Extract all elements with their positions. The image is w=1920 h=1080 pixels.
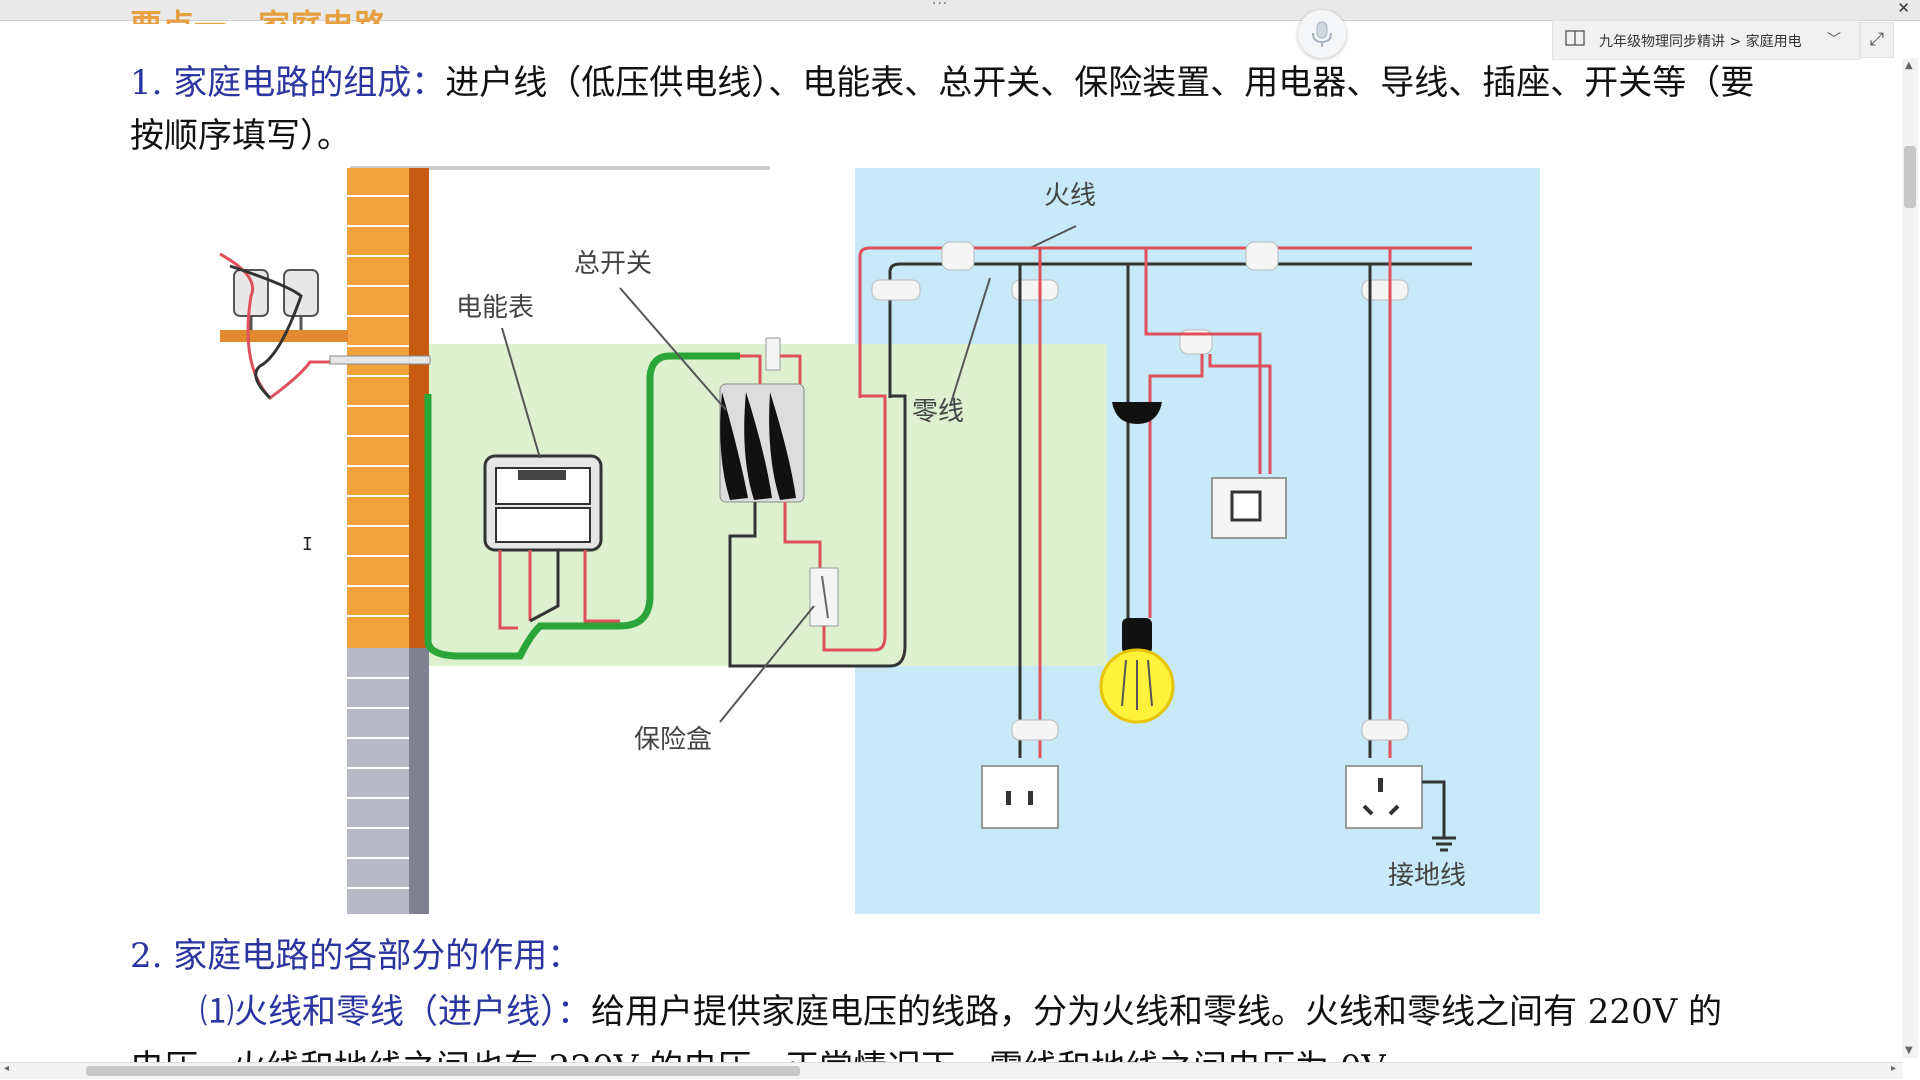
item1-heading: 1. 家庭电路的组成：	[130, 63, 446, 103]
document-navigator[interactable]: 九年级物理同步精讲 > 家庭用电 ﹀	[1552, 20, 1860, 60]
ceiling-rose	[1112, 402, 1162, 424]
wall-switch	[1211, 477, 1287, 539]
section-title: 要点一、家庭电路	[130, 0, 386, 24]
household-circuit-figure: 电能表 总开关 保险盒 火线 零线 接地线	[219, 166, 1540, 914]
expand-icon[interactable]: ⤢	[1860, 22, 1894, 58]
item2-heading: 2. 家庭电路的各部分的作用：	[130, 928, 581, 977]
label-live-wire: 火线	[1044, 181, 1096, 211]
close-icon[interactable]: ✕	[1897, 0, 1910, 17]
energy-meter	[483, 454, 603, 552]
vertical-scroll-thumb[interactable]	[1904, 146, 1916, 208]
more-dots-icon[interactable]: ···	[932, 0, 949, 12]
insulators	[233, 269, 319, 330]
scroll-up-icon[interactable]: ▲	[1905, 60, 1913, 71]
vertical-scrollbar[interactable]: ▲ ▼	[1902, 58, 1918, 1058]
two-pin-socket	[981, 765, 1059, 829]
item1-line-cont: 按顺序填写）。	[130, 116, 351, 156]
label-ground-wire: 接地线	[1388, 861, 1466, 891]
microphone-button[interactable]	[1298, 10, 1346, 58]
text-cursor-icon: I	[302, 534, 313, 555]
item1-text: 进户线（低压供电线）、电能表、总开关、保险装置、用电器、导线、插座、开关等（要	[445, 63, 1755, 103]
item2-heading-text: 2. 家庭电路的各部分的作用：	[130, 936, 582, 976]
scroll-down-icon[interactable]: ▼	[1905, 1045, 1913, 1056]
label-neutral-wire: 零线	[912, 397, 964, 427]
light-bulb	[1099, 618, 1175, 724]
chevron-down-icon[interactable]: ﹀	[1827, 32, 1841, 48]
item2-1-line: ⑴火线和零线（进户线）：给用户提供家庭电压的线路，分为火线和零线。火线和零线之间…	[200, 984, 1722, 1033]
microphone-icon	[1312, 21, 1332, 47]
fuse-box	[809, 567, 839, 627]
scroll-right-icon[interactable]: ▸	[1890, 1063, 1896, 1074]
book-icon	[1565, 30, 1585, 46]
label-meter: 电能表	[456, 293, 534, 323]
label-fuse-box: 保险盒	[634, 725, 712, 755]
brick-wall	[347, 168, 409, 648]
horizontal-scroll-thumb[interactable]	[86, 1066, 800, 1076]
breadcrumb[interactable]: 九年级物理同步精讲 > 家庭用电	[1599, 34, 1802, 50]
item2-1-text: 给用户提供家庭电压的线路，分为火线和零线。火线和零线之间有 220V 的	[591, 992, 1723, 1032]
item1-line: 1. 家庭电路的组成：进户线（低压供电线）、电能表、总开关、保险装置、用电器、导…	[130, 55, 1754, 104]
ground-symbol	[1432, 836, 1456, 852]
window-top-bar: ··· ✕	[0, 0, 1920, 21]
three-pin-socket	[1345, 765, 1423, 829]
label-main-switch: 总开关	[574, 249, 652, 279]
item2-1-heading: ⑴火线和零线（进户线）：	[200, 992, 591, 1032]
main-switch	[719, 337, 805, 503]
horizontal-scrollbar[interactable]: ◂ ▸	[0, 1062, 1902, 1079]
item2-1-line-cont: 电压，火线和地线之间也有 220V 的电压，正常情况下，零线和地线之间电压为 0…	[130, 1040, 1386, 1062]
scroll-left-icon[interactable]: ◂	[4, 1063, 10, 1074]
